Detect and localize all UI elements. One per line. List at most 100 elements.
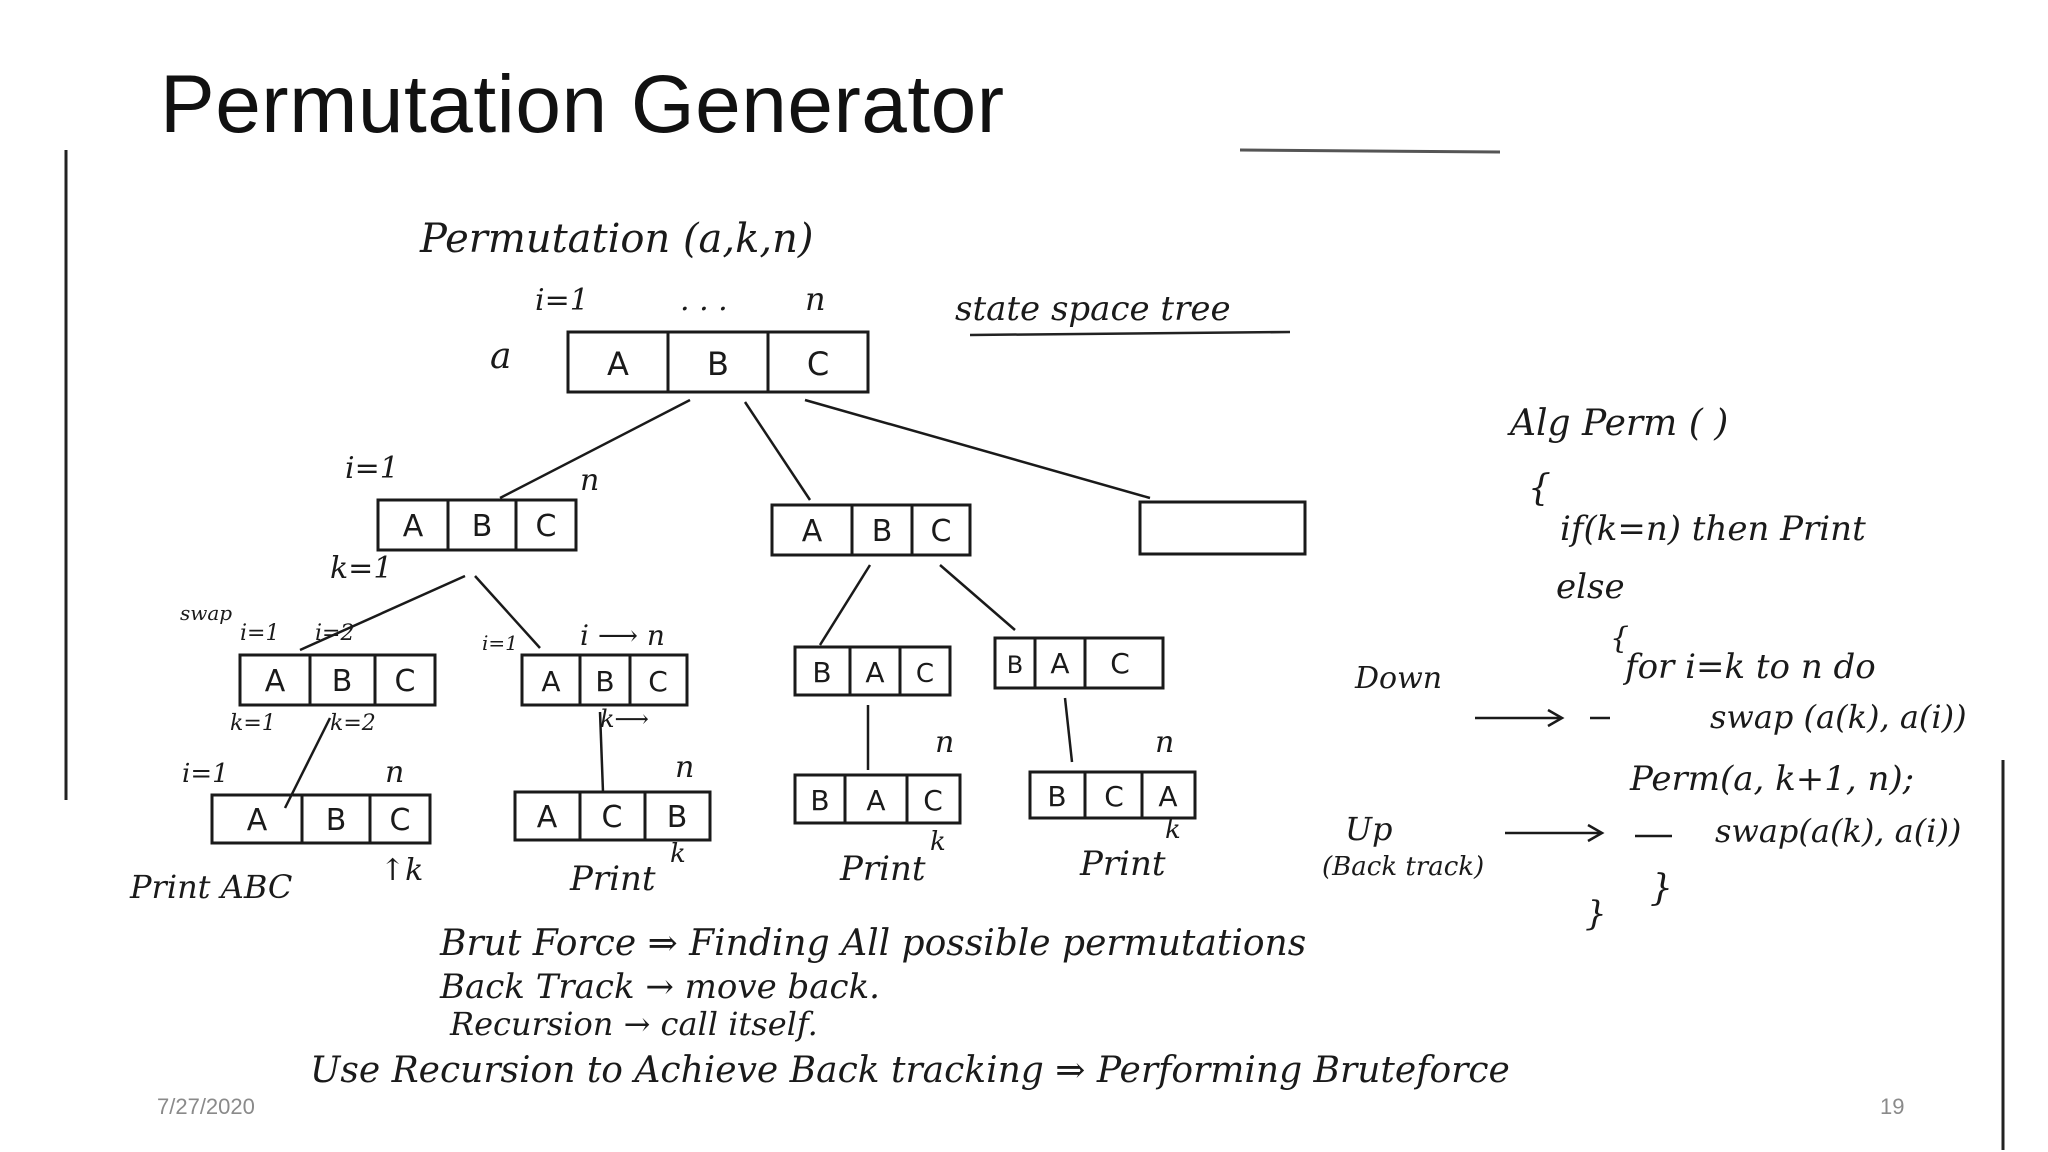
l1-mid-array: A B C bbox=[770, 503, 972, 557]
leaf-b-k-label: k bbox=[670, 839, 686, 869]
leaf-d-cell-1: C bbox=[1104, 780, 1124, 813]
root-array-label: a bbox=[490, 336, 511, 377]
l2a-cell-1: B bbox=[332, 664, 353, 699]
l2c-cell-2: C bbox=[916, 659, 934, 689]
l2a-array: A B C bbox=[238, 653, 437, 707]
side-down-label: Down bbox=[1354, 661, 1442, 696]
leaf-b-cell-1: C bbox=[602, 800, 623, 835]
l2a-cell-0: A bbox=[265, 664, 286, 699]
l2b-k-label: k⟶ bbox=[600, 705, 649, 733]
note-back-track: Back Track → move back. bbox=[439, 967, 880, 1007]
edge-root-left bbox=[499, 398, 691, 500]
note-use-recursion: Use Recursion to Achieve Back tracking ⇒… bbox=[310, 1050, 1510, 1091]
l2c-array: B A C bbox=[793, 645, 952, 697]
side-backtrack-label: (Back track) bbox=[1322, 852, 1484, 882]
side-up-label: Up bbox=[1345, 810, 1392, 848]
l2b-i-arrow: i ⟶ n bbox=[580, 619, 665, 652]
alg-header: Alg Perm ( ) bbox=[1507, 403, 1728, 444]
l1-left-cell-1: B bbox=[472, 509, 493, 544]
leaf-c-index-end: n bbox=[935, 725, 954, 760]
edge-l2d-leaf bbox=[1063, 697, 1074, 763]
leaf-b-cell-0: A bbox=[537, 800, 558, 835]
l1-left-k-label: k=1 bbox=[330, 551, 392, 586]
alg-line-if: if(k=n) then Print bbox=[1560, 509, 1866, 549]
slide-page-number: 19 bbox=[1880, 1094, 1905, 1119]
alg-line-swap2: swap(a(k), a(i)) bbox=[1715, 812, 1961, 850]
alg-open-brace: { bbox=[1528, 468, 1551, 509]
l2b-array: A B C bbox=[520, 653, 689, 707]
root-array: A B C bbox=[566, 330, 870, 394]
slide-date: 7/27/2020 bbox=[157, 1094, 255, 1119]
alg-close-outer: } bbox=[1585, 894, 1607, 934]
l1-right-array bbox=[1138, 500, 1307, 556]
l1-left-index-end: n bbox=[580, 463, 599, 498]
l2a-i1: i=1 bbox=[240, 621, 279, 646]
edge-l1mid-d bbox=[939, 564, 1016, 631]
leaf-b-cell-2: B bbox=[667, 800, 688, 835]
l2b-cell-1: B bbox=[595, 665, 614, 698]
l2b-cell-0: A bbox=[541, 665, 560, 698]
l1-left-index-start: i=1 bbox=[345, 451, 399, 486]
l2b-cell-2: C bbox=[648, 665, 668, 698]
leaf-a-index-start: i=1 bbox=[182, 759, 229, 789]
leaf-c-cell-1: A bbox=[866, 784, 885, 817]
leaf-c-cell-2: C bbox=[923, 784, 943, 817]
l2d-cell-2: C bbox=[1110, 647, 1130, 680]
root-dots: . . . bbox=[680, 283, 728, 318]
root-index-end: n bbox=[805, 280, 826, 318]
l2d-cell-1: A bbox=[1050, 647, 1069, 680]
leaf-a-caption: Print ABC bbox=[129, 868, 292, 906]
l2c-cell-0: B bbox=[812, 656, 831, 689]
l2a-i2: i=2 bbox=[315, 621, 354, 646]
alg-close-inner: } bbox=[1650, 868, 1673, 909]
leaf-d-cell-0: B bbox=[1047, 780, 1066, 813]
slide-title: Permutation Generator bbox=[160, 59, 1005, 150]
leaf-d-caption: Print bbox=[1079, 844, 1166, 884]
edge-root-mid bbox=[743, 401, 812, 501]
l1-left-cell-0: A bbox=[403, 509, 424, 544]
leaf-a-cell-2: C bbox=[390, 803, 411, 838]
leaf-d-index-end: n bbox=[1155, 725, 1174, 760]
state-space-underline bbox=[969, 330, 1291, 337]
leaf-c-cell-0: B bbox=[810, 784, 829, 817]
leaf-d-cell-2: A bbox=[1158, 780, 1177, 813]
leaf-b-caption: Print bbox=[569, 859, 656, 899]
leaf-c-caption: Print bbox=[839, 849, 926, 889]
leaf-d-array: B C A bbox=[1028, 770, 1197, 820]
l2a-k1: k=1 bbox=[230, 711, 276, 736]
root-cell-1: B bbox=[707, 345, 729, 383]
l2a-cell-2: C bbox=[395, 664, 416, 699]
state-space-label: state space tree bbox=[955, 289, 1231, 329]
leaf-c-array: B A C bbox=[793, 773, 962, 825]
alg-inner-brace: { bbox=[1610, 621, 1629, 656]
l1-left-cell-2: C bbox=[536, 509, 557, 544]
alg-line-perm: Perm(a, k+1, n); bbox=[1629, 759, 1914, 799]
leaf-b-index-end: n bbox=[675, 750, 694, 785]
leaf-a-cell-1: B bbox=[326, 803, 347, 838]
alg-line-swap1: swap (a(k), a(i)) bbox=[1710, 698, 1967, 736]
l2d-array: B A C bbox=[993, 636, 1165, 690]
paper-top-edge bbox=[1239, 148, 1501, 154]
l1-left-array: A B C bbox=[376, 498, 578, 552]
leaf-b-array: A C B bbox=[513, 790, 712, 842]
edge-l2b-leaf bbox=[598, 711, 605, 793]
root-index-start: i=1 bbox=[535, 283, 589, 318]
leaf-a-index-end: n bbox=[385, 755, 404, 790]
leaf-d-k-label: k bbox=[1165, 815, 1181, 845]
l1-mid-cell-0: A bbox=[802, 514, 823, 549]
alg-line-else: else bbox=[1556, 567, 1625, 607]
l2b-i-label: i=1 bbox=[482, 631, 518, 655]
down-arrow-head bbox=[1547, 708, 1565, 728]
note-recursion: Recursion → call itself. bbox=[449, 1005, 818, 1043]
l2a-swap-label: swap bbox=[180, 601, 232, 625]
edge-l1left-a bbox=[299, 574, 466, 652]
heading: Permutation (a,k,n) bbox=[419, 216, 813, 262]
l1-mid-cell-2: C bbox=[931, 514, 952, 549]
l2c-cell-1: A bbox=[865, 656, 884, 689]
edge-l1left-b bbox=[474, 575, 541, 649]
edge-l1mid-c bbox=[818, 564, 872, 646]
edge-root-right bbox=[804, 398, 1151, 500]
root-cell-2: C bbox=[807, 345, 829, 383]
l1-mid-cell-1: B bbox=[872, 514, 893, 549]
